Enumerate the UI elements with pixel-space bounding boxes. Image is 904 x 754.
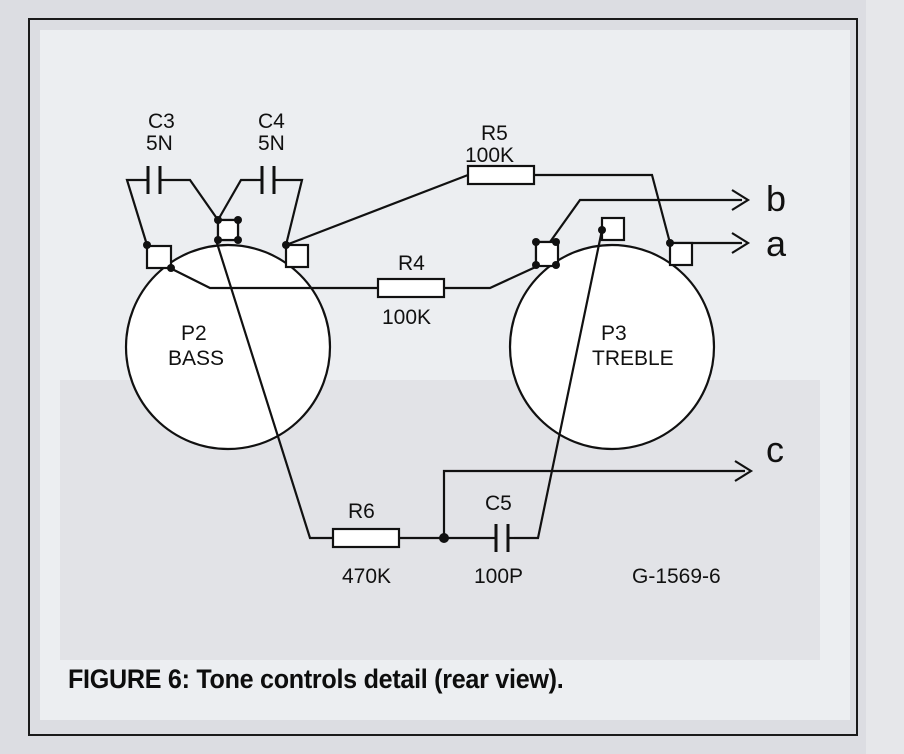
r4-value-label: 100K (382, 306, 431, 329)
arrow-b-icon (731, 189, 751, 211)
r5-value-label: 100K (465, 144, 514, 167)
r5-ref-label: R5 (481, 122, 508, 145)
junction-dot (532, 261, 540, 269)
r4-resistor (376, 277, 446, 299)
c4-capacitor (257, 166, 279, 194)
p2-ref-label: P2 (181, 322, 207, 345)
p2-name-label: BASS (168, 347, 224, 370)
junction-dot (282, 241, 290, 249)
p3-lug-right (668, 241, 694, 267)
p2-lug-right (284, 243, 310, 269)
c5-value-label: 100P (474, 565, 523, 588)
r6-ref-label: R6 (348, 500, 375, 523)
terminal-c-label: c (766, 429, 784, 470)
c3-capacitor (143, 166, 165, 194)
terminal-a-label: a (766, 223, 787, 264)
c5-ref-label: C5 (485, 492, 512, 515)
junction-dot (167, 264, 175, 272)
arrow-a-icon (731, 232, 751, 254)
p3-lug-left (534, 240, 560, 268)
arrow-c-icon (734, 460, 754, 482)
c4-value-label: 5N (258, 132, 285, 155)
c5-capacitor (490, 524, 514, 552)
junction-dot (666, 239, 674, 247)
junction-dot (532, 238, 540, 246)
junction-dot (234, 236, 242, 244)
junction-dot (552, 261, 560, 269)
r6-value-label: 470K (342, 565, 391, 588)
junction-dot (598, 226, 606, 234)
terminal-b-label: b (766, 178, 786, 219)
p3-pot-body (508, 243, 716, 451)
junction-dot (552, 238, 560, 246)
r4-ref-label: R4 (398, 252, 425, 275)
c4-ref-label: C4 (258, 110, 285, 133)
junction-dot (439, 533, 449, 543)
p3-name-label: TREBLE (592, 347, 674, 370)
p3-ref-label: P3 (601, 322, 627, 345)
r5-resistor (466, 164, 536, 186)
p2-lug-middle (216, 218, 240, 242)
junction-dot (143, 241, 151, 249)
figure-code-label: G-1569-6 (632, 565, 721, 588)
c3-value-label: 5N (146, 132, 173, 155)
junction-dot (214, 216, 222, 224)
figure-caption: FIGURE 6: Tone controls detail (rear vie… (68, 664, 564, 694)
p2-pot-body (124, 243, 332, 451)
r6-resistor (331, 527, 401, 549)
c3-ref-label: C3 (148, 110, 175, 133)
p2-lug-left (145, 244, 173, 270)
junction-dot (214, 236, 222, 244)
junction-dot (234, 216, 242, 224)
figure-frame (28, 18, 858, 736)
